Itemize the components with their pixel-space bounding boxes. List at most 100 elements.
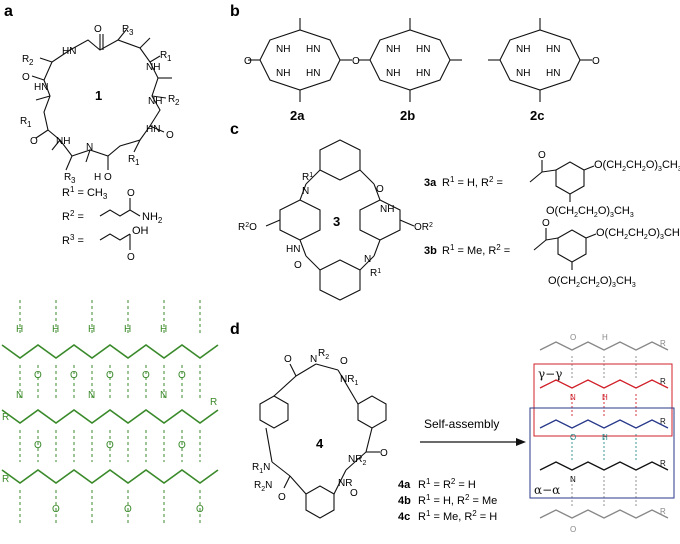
3-o-top: O	[376, 184, 384, 195]
3-o-bottom: O	[294, 260, 302, 271]
alpha-alpha-label: α−α	[534, 483, 560, 497]
3-r2o: R2O	[238, 222, 257, 233]
stack-layer-grey-bottom	[539, 509, 669, 519]
3-n-top: N	[302, 186, 309, 197]
2b-hn-2: HN	[416, 68, 430, 79]
asm-r-black: R	[660, 459, 666, 468]
4-o-bottom-right: O	[350, 488, 358, 499]
atom-r2-left-sub: 2	[29, 58, 34, 67]
label-4a: 4a	[398, 479, 411, 491]
3-n-bottom: N	[364, 254, 371, 265]
4-r2-top: R2	[318, 348, 329, 361]
compound-1-atoms: HN O R 3 R 2 NH R 1 HN O 1 NH R 2 R 1 HN…	[20, 24, 180, 185]
asm-h-1: H	[602, 333, 608, 342]
assembly-stack	[539, 341, 669, 519]
r3-o: O	[127, 252, 135, 263]
sheet-o-8: O	[178, 440, 186, 451]
4-r2n-bottom: R2N	[254, 480, 272, 493]
atom-o-left: O	[22, 72, 30, 83]
2a-hn-1: HN	[306, 44, 320, 55]
4-r1n-left: R1N	[252, 462, 270, 475]
sheet-o-3: O	[106, 370, 114, 381]
compound-2c-structure	[488, 18, 592, 102]
asm-r-blue: R	[660, 417, 666, 426]
green-sheet	[1, 300, 219, 525]
2c-hn-1: HN	[546, 44, 560, 55]
3a-peg-1: O(CH2CH2O)3CH3	[594, 159, 680, 173]
sheet-r-3: R	[2, 474, 9, 485]
3a-peg-2: O(CH2CH2O)3CH3	[546, 205, 634, 219]
4-n-top: N	[310, 354, 317, 365]
label-2a: 2a	[290, 108, 305, 123]
asm-n-black: N	[570, 475, 576, 484]
atom-r2-right-sub: 2	[175, 98, 180, 107]
asm-o-blue: O	[570, 433, 576, 442]
sheet-o-1: O	[34, 370, 42, 381]
label-2b: 2b	[400, 108, 415, 123]
def-4c: R1 = Me, R2 = H	[418, 509, 497, 523]
2a-o-right: O	[352, 56, 360, 67]
def-r1: R1 = CH3	[62, 185, 108, 201]
4-nr1-top: NR1	[340, 374, 358, 387]
sheet-h-3: H	[88, 324, 95, 335]
4-o-bottom: O	[278, 492, 286, 503]
compound-2a-structure	[248, 18, 352, 102]
compound-2b-structure	[358, 18, 462, 102]
atom-r1-left-sub: 1	[27, 120, 32, 129]
label-3a: 3a	[424, 177, 437, 189]
atom-r3-top: R	[122, 24, 129, 35]
asm-r-1: R	[660, 339, 666, 348]
2c-hn-2: HN	[546, 68, 560, 79]
atom-nh-right-2: NH	[148, 96, 162, 107]
r2-o: O	[127, 188, 135, 199]
r3-chain	[99, 233, 131, 241]
sheet-n-3: N	[160, 390, 167, 401]
atom-r1-right-sub: 1	[167, 54, 172, 63]
compound-1-number: 1	[95, 88, 102, 103]
asm-h-red: H	[602, 393, 608, 402]
atom-hn-right: HN	[146, 124, 160, 135]
compound-2-atoms: NH HN NH HN O O NH HN NH HN NH HN NH HN …	[244, 44, 600, 123]
self-assembly-arrow: Self-assembly	[420, 417, 526, 446]
3-r1-bottom: R1	[370, 268, 381, 279]
3a-o: O	[538, 150, 546, 161]
aryl-3b	[533, 228, 597, 270]
sheet-h-4: H	[124, 324, 131, 335]
sheet-o-7: O	[106, 440, 114, 451]
compound-3-defs: 3a R1 = H, R2 = 3b R1 = Me, R2 = O O(CH2…	[424, 150, 680, 289]
atom-r3-bottom-sub: 3	[71, 176, 76, 185]
sheet-n-1: N	[16, 390, 23, 401]
4-o-right: O	[380, 448, 388, 459]
atom-nh-right: NH	[146, 62, 160, 73]
stack-layer-red	[539, 379, 669, 389]
3b-o: O	[542, 218, 550, 229]
def-3a: R1 = H, R2 =	[442, 175, 503, 189]
stack-layer-blue	[539, 419, 669, 429]
sheet-o-9: O	[52, 504, 60, 515]
atom-r1-left: R	[20, 116, 27, 127]
compound-3-number: 3	[333, 214, 340, 229]
panel-label-c: c	[230, 121, 239, 138]
2c-nh-1: NH	[516, 44, 530, 55]
2a-hn-2: HN	[306, 68, 320, 79]
r2-chain	[99, 209, 141, 217]
3b-peg-2: O(CH2CH2O)3CH3	[548, 275, 636, 289]
sheet-o-5: O	[178, 370, 186, 381]
4-o-top: O	[284, 354, 292, 365]
green-sheet-atoms: H H H H H R R R O O O O O N N N O O O O …	[2, 324, 217, 515]
atom-r1-right: R	[160, 50, 167, 61]
atom-r2-right: R	[168, 94, 175, 105]
stack-layer-grey-top	[539, 341, 669, 351]
compound-3-structure	[265, 139, 415, 301]
atom-o-1: O	[94, 24, 102, 35]
atom-n-bottom: N	[86, 142, 93, 153]
label-3b: 3b	[424, 245, 437, 257]
sheet-h-2: H	[52, 324, 59, 335]
3-hn: HN	[286, 244, 300, 255]
3b-peg-1: O(CH2CH2O)3CH3	[596, 227, 680, 241]
sheet-o-11: O	[196, 504, 204, 515]
3-or2: OR2	[414, 222, 433, 233]
label-4c: 4c	[398, 511, 410, 523]
compound-4-defs: 4a R1 = R2 = H 4b R1 = H, R2 = Me 4c R1 …	[398, 477, 497, 523]
